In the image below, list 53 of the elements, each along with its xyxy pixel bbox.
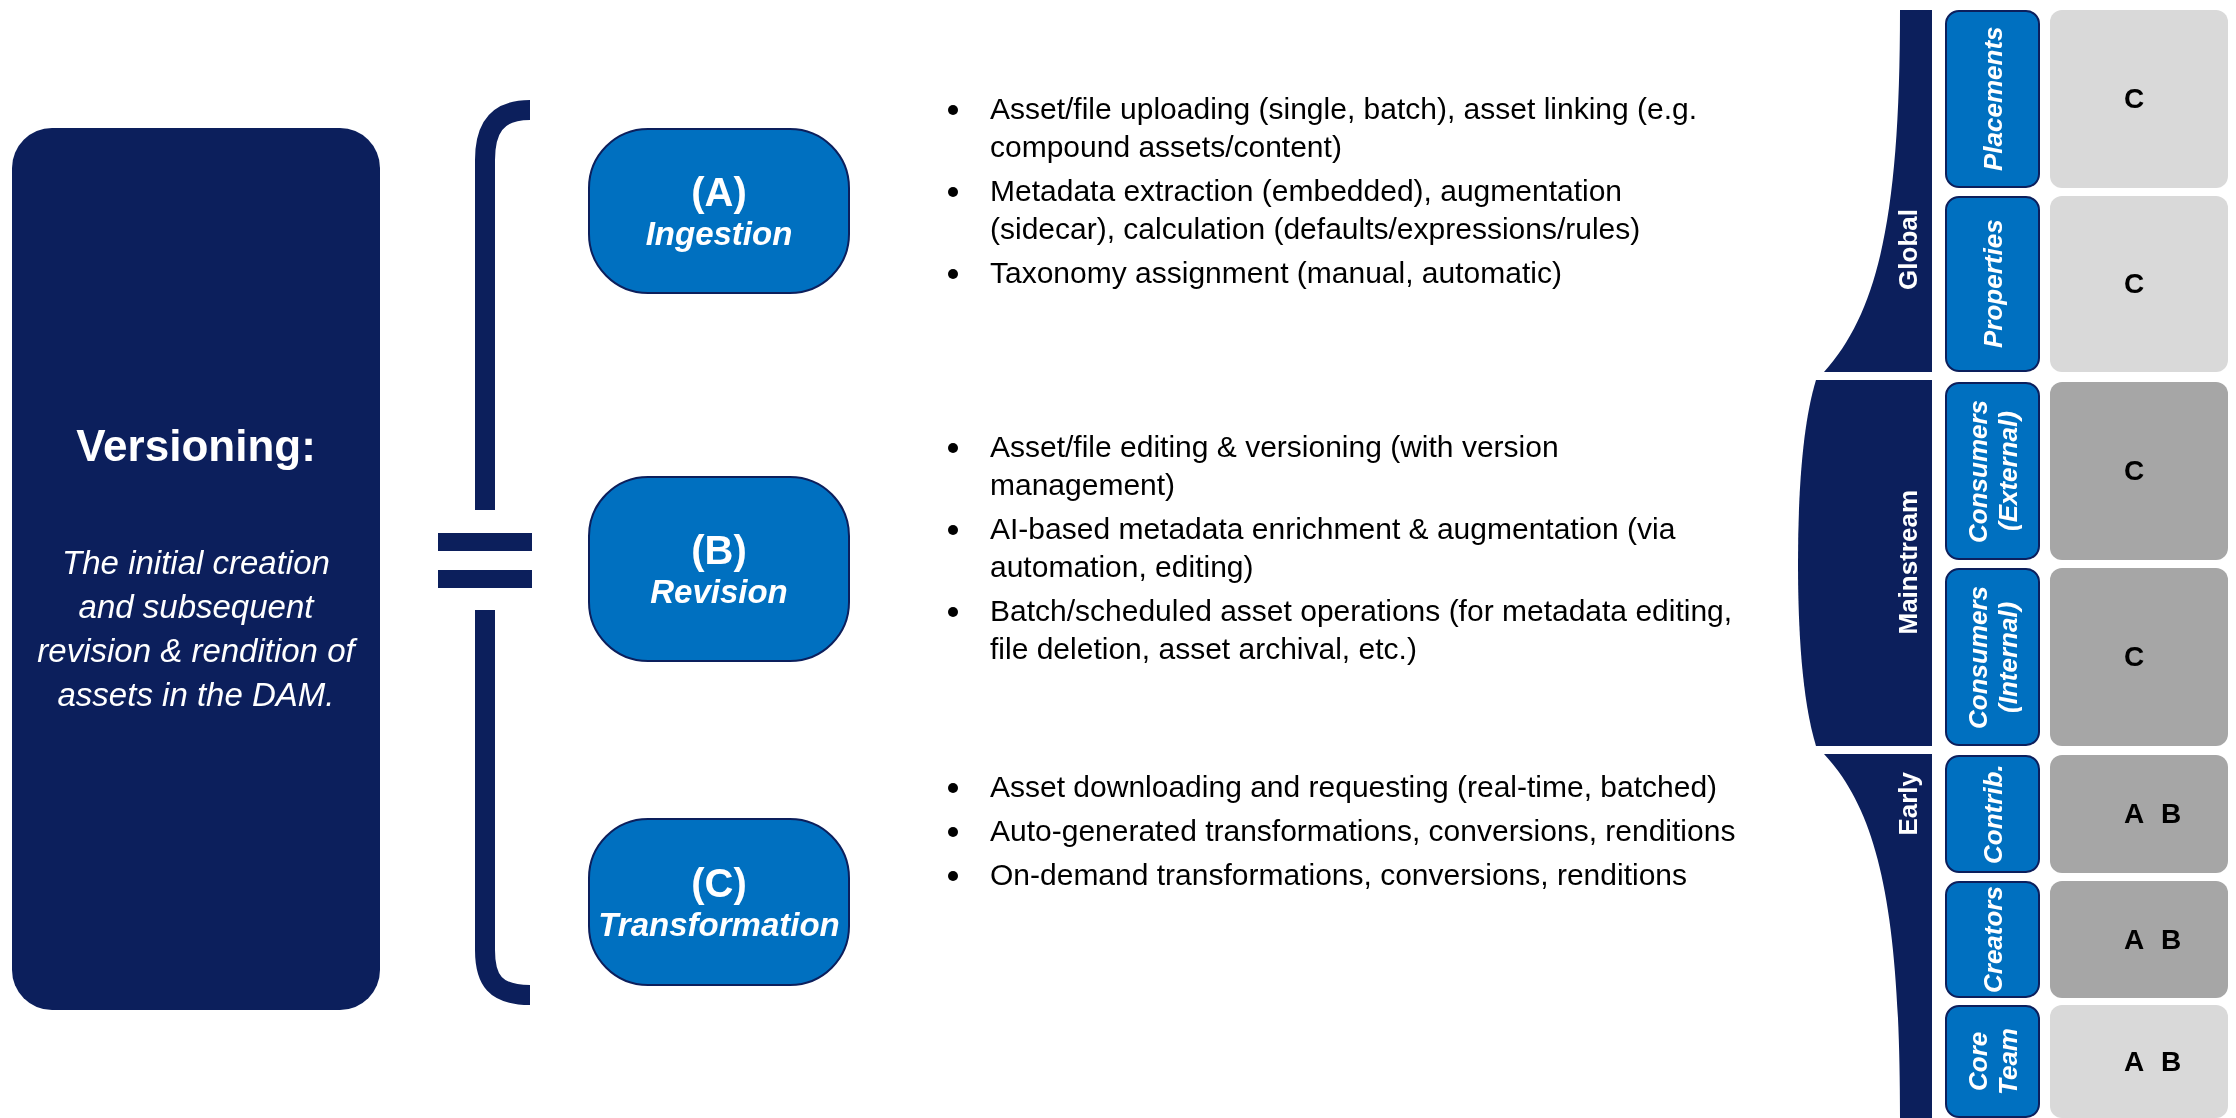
band-label: Early [1893,772,1924,836]
bullet-text: Batch/scheduled asset operations (for metadata editing, file deletion, asset archival, etc.) [990,594,1733,665]
stage-box [588,128,850,294]
band-label: Global [1893,209,1924,290]
stage-letters: A B [2124,1045,2182,1078]
role-box [1945,568,2040,746]
bullet-text: Taxonomy assignment (manual, automatic) [990,256,1562,289]
stage-cell [2050,755,2228,873]
stage-title: Transformation [598,905,840,944]
stage-letters: C [2124,83,2145,115]
role-label: Consumers (External) [1962,398,2023,545]
bullet-text: Auto-generated transformations, conversions, renditions [990,814,1736,847]
band-label: Mainstream [1893,490,1924,635]
role-box [1945,1005,2040,1118]
panel-description: The initial creation and subsequent revision & rendition of assets in the DAM. [36,541,356,717]
stage-letters: C [2124,455,2145,487]
stage-letter: (A) [691,169,747,215]
stage-title: Ingestion [645,214,793,253]
stage-title: Revision [650,572,788,611]
stage-letters: A B [2124,923,2182,956]
role-label: Placements [1977,25,2008,174]
role-label: Contrib. [1977,763,2008,866]
stage-letters: C [2124,268,2145,300]
stage-letter: (C) [691,860,747,906]
role-box [1945,196,2040,372]
stage-box [588,476,850,662]
stage-cell [2050,1005,2228,1118]
stage-cell [2050,10,2228,188]
bullet-text: Asset/file editing & versioning (with version management) [990,430,1559,501]
role-box [1945,382,2040,560]
role-label: Properties [1977,218,2008,351]
role-label: Consumers (Internal) [1962,584,2023,731]
stage-letters: A B [2124,798,2182,830]
bullet-text: Asset downloading and requesting (real-time, batched) [990,770,1718,803]
stage-cell [2050,568,2228,746]
definition-panel [12,128,380,1010]
role-box [1945,755,2040,873]
bullet-text: Asset/file uploading (single, batch), asset linking (e.g. compound assets/content) [990,92,1698,163]
panel-heading: Versioning: [76,421,316,471]
stage-box [588,818,850,986]
role-box [1945,10,2040,188]
bullet-text: AI-based metadata enrichment & augmentation (via automation, editing) [990,512,1676,583]
stage-cell [2050,881,2228,998]
stage-cell [2050,382,2228,560]
stage-letter: (B) [691,527,747,573]
role-label: Creators [1977,886,2008,993]
bullet-text: On-demand transformations, conversions, renditions [990,858,1687,891]
stage-letters: C [2124,641,2145,673]
role-box [1945,881,2040,998]
role-label: Core Team [1962,1027,2023,1097]
bullet-text: Metadata extraction (embedded), augmentation (sidecar), calculation (defaults/expressions/rules) [990,174,1641,245]
adoption-band [1798,380,1932,746]
stage-cell [2050,196,2228,372]
